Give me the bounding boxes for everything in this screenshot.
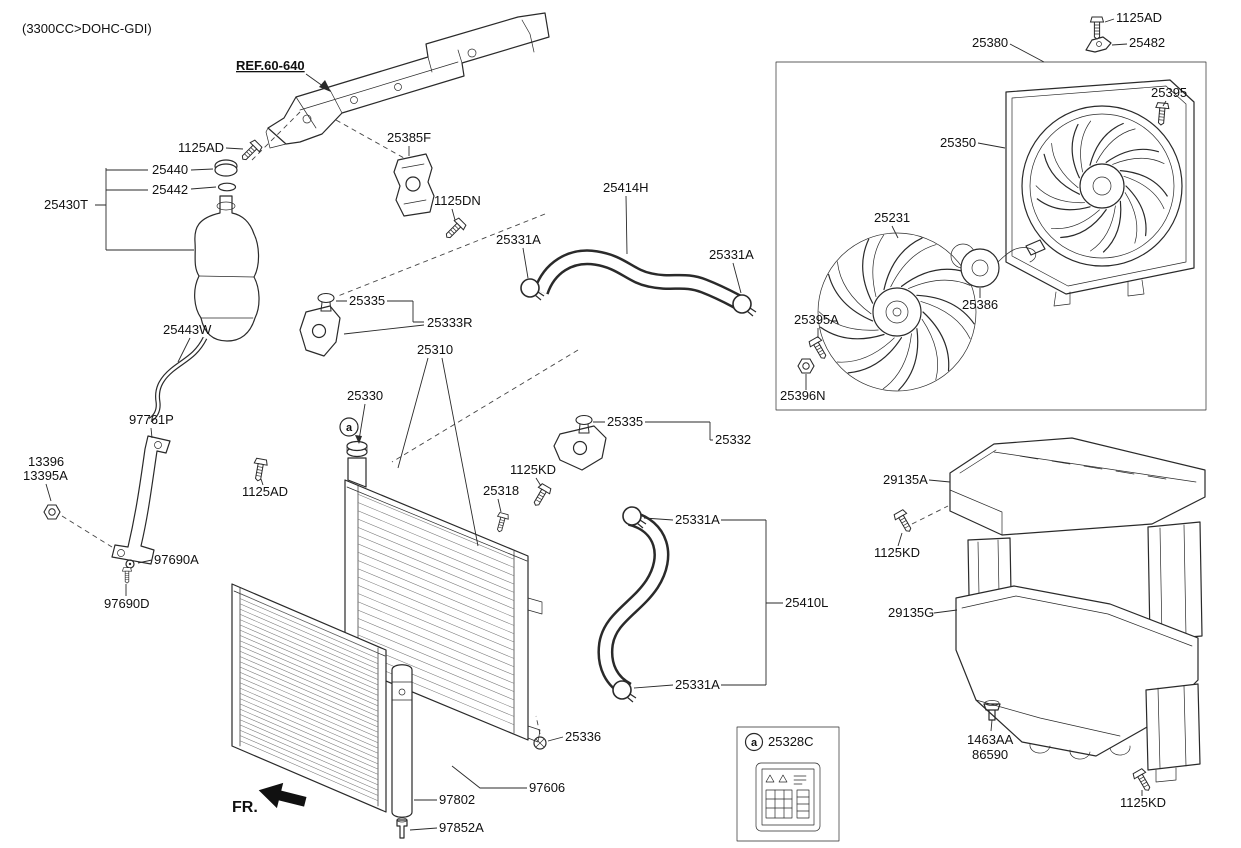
bolt-25318 — [493, 511, 510, 534]
nut-13396 — [43, 504, 61, 520]
part-label-25331A-1: 25331A — [496, 232, 541, 247]
coolant-reservoir — [148, 159, 260, 423]
part-label-29135A: 29135A — [883, 472, 928, 487]
part-label-25350: 25350 — [940, 135, 976, 150]
bolt-1125AD-2 — [250, 457, 269, 483]
legend-marker-a: a — [346, 422, 353, 434]
condenser — [231, 583, 387, 813]
part-label-97802: 97802 — [439, 792, 475, 807]
bolt-1125AD-1 — [237, 138, 264, 165]
bolt-1125AD-3 — [1090, 16, 1104, 40]
part-label-1125KD-2: 1125KD — [874, 545, 920, 560]
legend-code-label: 25328C — [768, 734, 814, 749]
hose-clamp-25331A-2 — [732, 294, 757, 317]
dashed-lines — [61, 111, 949, 735]
air-guard-lower-29135G — [955, 585, 1201, 783]
ref-arrow — [305, 73, 331, 92]
part-label-1125AD-3: 1125AD — [1116, 10, 1162, 25]
clip-25482 — [1085, 36, 1112, 53]
part-label-25482: 25482 — [1129, 35, 1165, 50]
lower-radiator-hose — [597, 506, 670, 703]
part-label-97690A: 97690A — [154, 552, 199, 567]
part-label-13396: 13396 — [28, 454, 64, 469]
part-label-25414H: 25414H — [603, 180, 649, 195]
part-label-13395A: 13395A — [23, 468, 68, 483]
bolt-25395 — [1153, 101, 1170, 127]
frame-member — [265, 12, 550, 149]
caution-label-icon — [755, 762, 821, 832]
fan-motor-25386 — [950, 239, 1046, 288]
part-label-25440: 25440 — [152, 162, 188, 177]
fan-blade-25231 — [817, 232, 977, 392]
bolt-1125KD-2 — [892, 508, 916, 536]
part-label-25442: 25442 — [152, 182, 188, 197]
legend-marker-circle — [744, 732, 764, 752]
part-label-25310: 25310 — [417, 342, 453, 357]
part-label-25318: 25318 — [483, 483, 519, 498]
legend-box: a — [736, 726, 840, 842]
front-direction-label: FR. — [232, 799, 258, 816]
part-label-97761P: 97761P — [129, 412, 174, 427]
part-label-25331A-3: 25331A — [675, 512, 720, 527]
radiator: a — [339, 417, 547, 750]
part-label-97852A: 97852A — [439, 820, 484, 835]
radiator-bracket-25332 — [553, 414, 607, 471]
part-label-25395A: 25395A — [794, 312, 839, 327]
fan-assembly-box — [775, 36, 1207, 411]
part-label-1125KD-3: 1125KD — [1120, 795, 1166, 810]
leader-lines — [45, 18, 1167, 831]
part-label-25330: 25330 — [347, 388, 383, 403]
filler-neck — [347, 457, 367, 488]
part-label-25332: 25332 — [715, 432, 751, 447]
drier-plug-97852A — [396, 819, 408, 839]
labels: (3300CC>DOHC-GDI) REF.60-640 1125AD 2544… — [22, 10, 1187, 835]
part-label-25231: 25231 — [874, 210, 910, 225]
upper-radiator-hose — [520, 249, 757, 317]
bolt-1125DN — [441, 216, 468, 243]
part-label-97606: 97606 — [529, 780, 565, 795]
part-label-1463AA: 1463AA — [967, 732, 1014, 747]
ref-label: REF.60-640 — [236, 58, 305, 73]
fastener-97690D — [122, 567, 132, 584]
part-label-25336: 25336 — [565, 729, 601, 744]
part-label-25385F: 25385F — [387, 130, 431, 145]
radiator-bracket-25333R — [299, 292, 341, 357]
part-label-25443W: 25443W — [163, 322, 212, 337]
mount-grommet-25336 — [533, 736, 547, 750]
part-label-86590: 86590 — [972, 747, 1008, 762]
fan-shroud-25350 — [1005, 79, 1195, 307]
part-label-25335-1: 25335 — [349, 293, 385, 308]
part-label-25396N: 25396N — [780, 388, 826, 403]
part-label-1125KD-1: 1125KD — [510, 462, 556, 477]
fr-arrow — [258, 782, 307, 809]
nut-25396N — [797, 358, 815, 374]
part-label-29135G: 29135G — [888, 605, 934, 620]
part-label-97690D: 97690D — [104, 596, 150, 611]
bolt-1125KD-1 — [529, 482, 553, 510]
side-bracket-97761P — [111, 435, 171, 584]
part-label-1125DN: 1125DN — [434, 193, 481, 208]
part-label-25430T: 25430T — [44, 197, 88, 212]
engine-variant-label: (3300CC>DOHC-GDI) — [22, 21, 152, 36]
part-label-25386: 25386 — [962, 297, 998, 312]
part-label-1125AD-2: 1125AD — [242, 484, 288, 499]
part-label-25410L: 25410L — [785, 595, 828, 610]
part-label-25331A-4: 25331A — [675, 677, 720, 692]
receiver-drier — [391, 664, 413, 839]
bolt-1125KD-3 — [1131, 767, 1155, 795]
hose-clamp-25331A-4 — [612, 680, 637, 703]
part-label-25331A-2: 25331A — [709, 247, 754, 262]
assembly-frame-25380 — [775, 61, 1207, 411]
part-label-25380: 25380 — [972, 35, 1008, 50]
part-label-25333R: 25333R — [427, 315, 473, 330]
part-label-1125AD-1: 1125AD — [178, 140, 224, 155]
part-label-25395: 25395 — [1151, 85, 1187, 100]
bracket-25385F — [393, 153, 435, 217]
part-label-25335-2: 25335 — [607, 414, 643, 429]
legend-marker: a — [751, 737, 758, 749]
mount-cap-25335-2 — [575, 414, 593, 434]
legend-marker-circle-a — [339, 417, 359, 437]
